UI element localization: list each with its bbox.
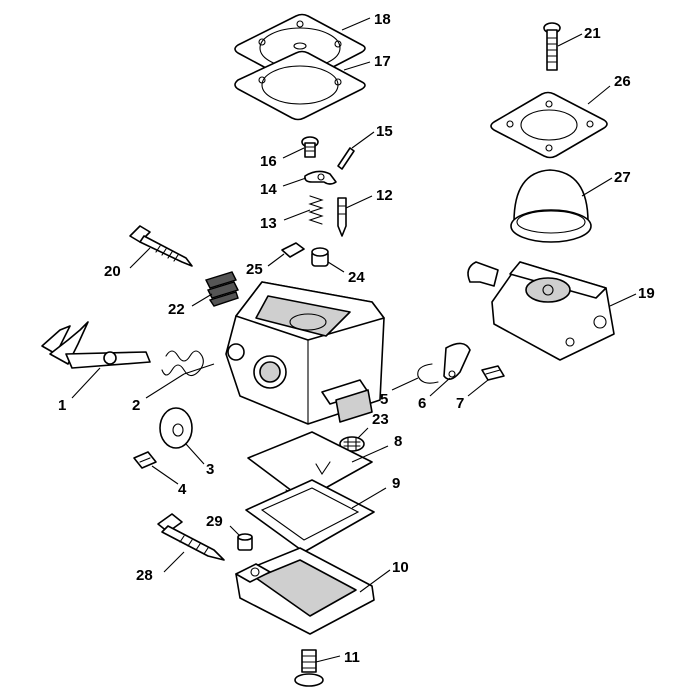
carburetor-body: [225, 281, 385, 425]
part-13-spring: [308, 195, 324, 225]
label-17: 17: [374, 53, 391, 70]
label-16: 16: [260, 153, 277, 170]
part-26-gasket: [490, 91, 608, 159]
part-9-gasket: [245, 479, 375, 553]
leader-lines: [71, 17, 637, 663]
leader-26: [587, 85, 611, 105]
label-29: 29: [206, 513, 223, 530]
leader-3: [185, 443, 205, 465]
label-2: 2: [132, 397, 140, 414]
part-7-screw: [481, 365, 505, 381]
label-14: 14: [260, 181, 277, 198]
label-27: 27: [614, 169, 631, 186]
label-11: 11: [344, 649, 360, 666]
leader-18: [341, 17, 371, 31]
part-28-screw: [157, 513, 225, 561]
leader-19: [609, 293, 637, 307]
part-21-screw: [543, 22, 561, 71]
label-19: 19: [638, 285, 655, 302]
leader-11: [315, 655, 341, 663]
part-17-gasket: [234, 50, 366, 121]
leader-25: [267, 253, 285, 267]
part-15-pin: [337, 147, 355, 170]
leader-14: [282, 177, 307, 187]
part-5-circlip: [417, 363, 439, 384]
label-12: 12: [376, 187, 393, 204]
label-18: 18: [374, 11, 391, 28]
leader-4: [151, 465, 179, 485]
leader-8: [351, 445, 389, 463]
part-10-cover: [235, 547, 375, 635]
part-25-plug: [281, 242, 305, 258]
label-23: 23: [372, 411, 389, 428]
label-28: 28: [136, 567, 153, 584]
leader-17: [343, 61, 371, 71]
leader-7: [467, 379, 489, 397]
label-1: 1: [58, 397, 66, 414]
label-25: 25: [246, 261, 263, 278]
leader-24: [327, 261, 345, 273]
leader-21: [557, 33, 583, 47]
leader-29: [229, 525, 241, 537]
label-20: 20: [104, 263, 121, 280]
part-2-spring: [161, 350, 204, 377]
label-4: 4: [178, 481, 187, 498]
part-20-adjusting-screw: [129, 225, 193, 267]
part-4-screw: [133, 451, 157, 469]
label-7: 7: [456, 395, 464, 412]
label-5: 5: [380, 391, 388, 408]
leader-13: [283, 209, 311, 221]
part-16-screw: [301, 136, 319, 158]
leader-27: [581, 177, 613, 197]
label-9: 9: [392, 475, 400, 492]
part-24-bushing: [311, 247, 329, 267]
part-3-disc: [159, 407, 193, 449]
leader-2: [145, 373, 185, 399]
label-8: 8: [394, 433, 402, 450]
leader-9: [351, 487, 387, 509]
leader-2b: [183, 363, 215, 375]
leader-15: [351, 131, 375, 149]
part-14-lever: [304, 170, 337, 185]
label-13: 13: [260, 215, 277, 232]
label-21: 21: [584, 25, 601, 42]
label-10: 10: [392, 559, 409, 576]
label-24: 24: [348, 269, 365, 286]
part-12-needle: [337, 197, 347, 237]
leader-10: [359, 569, 391, 593]
leader-12: [345, 195, 373, 209]
part-labels: 1 2 3 4 5 6 7 8 9 10 11 12 13 14 15 16 1…: [58, 11, 655, 666]
leader-5: [391, 377, 419, 391]
part-22-spring: [205, 271, 239, 307]
part-19-pump-housing: [467, 261, 615, 361]
leader-23: [357, 427, 369, 439]
leader-28: [163, 551, 185, 573]
label-26: 26: [614, 73, 631, 90]
label-3: 3: [206, 461, 214, 478]
part-23-strainer: [339, 436, 365, 452]
leader-6: [429, 377, 451, 397]
label-15: 15: [376, 123, 393, 140]
part-11-screw: [294, 649, 324, 687]
leader-22: [191, 293, 213, 307]
label-22: 22: [168, 301, 185, 318]
label-6: 6: [418, 395, 426, 412]
part-27-primer-bulb: [510, 169, 592, 243]
leader-16: [282, 147, 305, 159]
leader-20: [129, 247, 151, 269]
part-1-throttle-shaft: [41, 321, 151, 369]
part-6-lever: [443, 342, 471, 380]
leader-1: [71, 367, 101, 399]
part-29-valve: [237, 533, 253, 551]
